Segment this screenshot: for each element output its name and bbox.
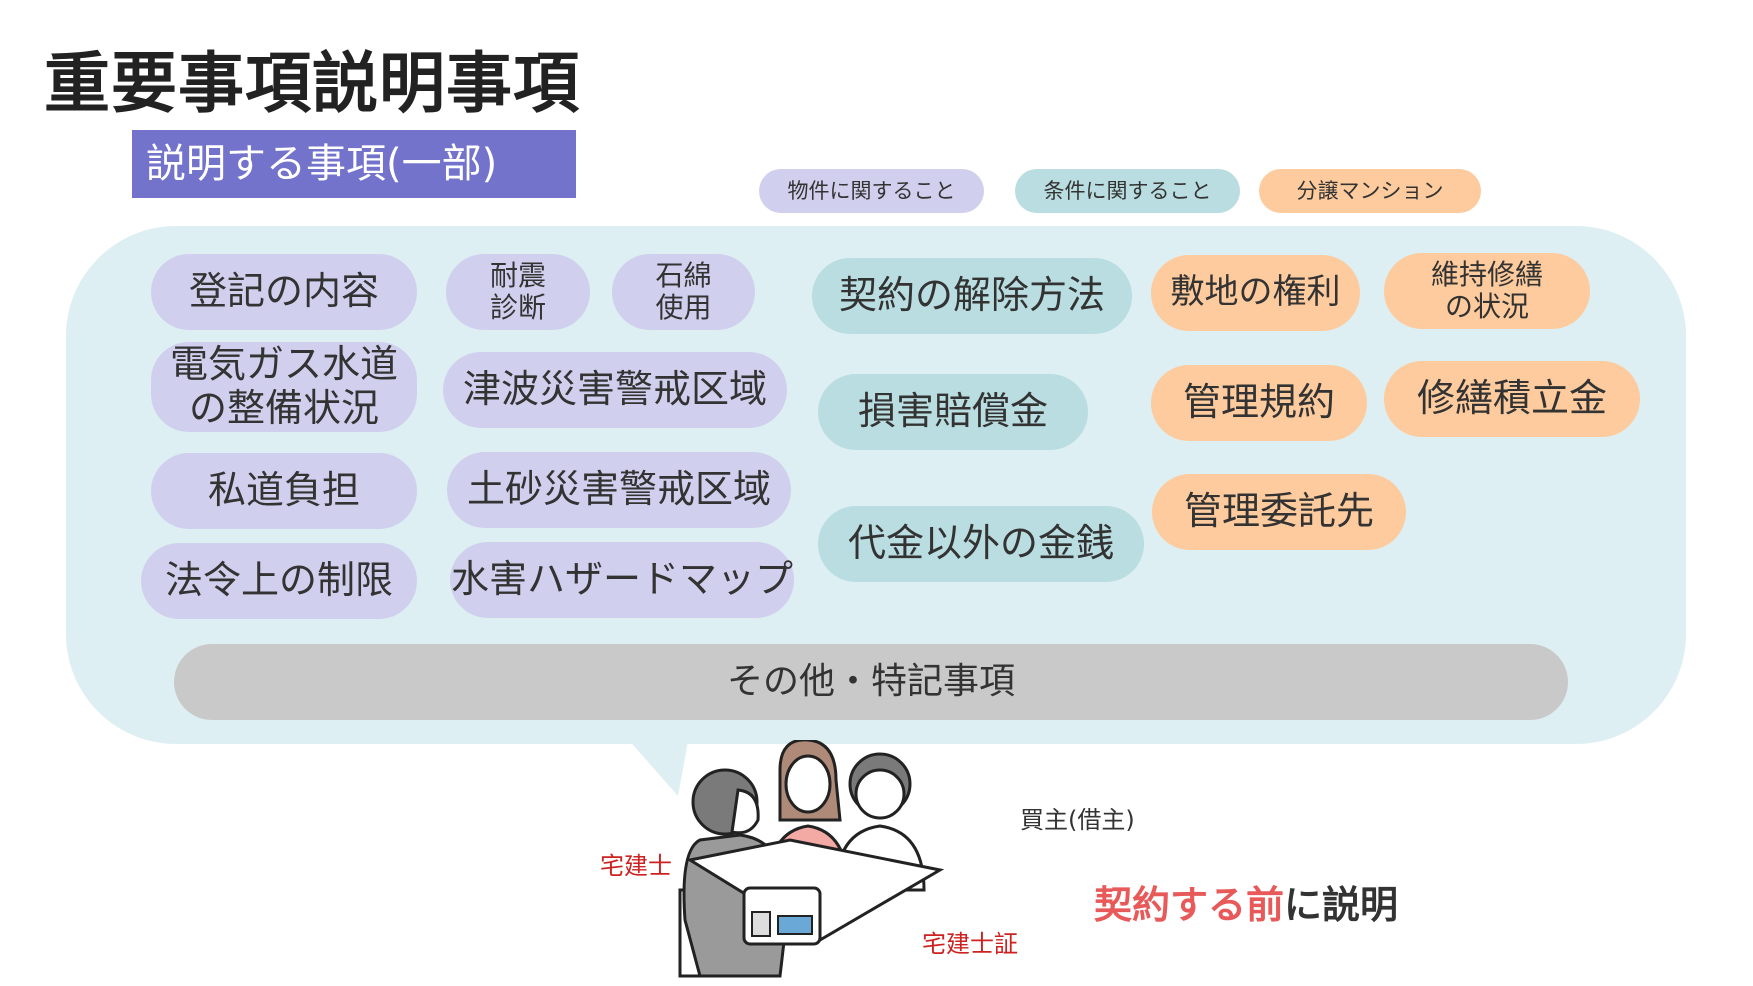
- item-landslide-zone: 土砂災害警戒区域: [447, 452, 791, 528]
- buyer-label: 買主(借主): [1020, 806, 1135, 834]
- item-seismic-diagnosis: 耐震 診断: [446, 254, 590, 330]
- meeting-illustration: [678, 740, 945, 978]
- item-tsunami-zone: 津波災害警戒区域: [443, 352, 787, 428]
- item-contract-cancellation: 契約の解除方法: [812, 258, 1132, 334]
- license-card: [742, 886, 822, 946]
- timing-note-rest: に説明: [1284, 883, 1399, 927]
- legend-property: 物件に関すること: [759, 169, 984, 213]
- item-utilities-status: 電気ガス水道 の整備状況: [151, 342, 417, 432]
- item-maintenance-status: 維持修繕 の状況: [1384, 253, 1590, 329]
- speech-bubble-tail: [620, 730, 690, 796]
- legend-condominium: 分譲マンション: [1259, 169, 1481, 213]
- page-title: 重要事項説明事項: [44, 45, 580, 122]
- item-site-rights: 敷地の権利: [1151, 255, 1360, 331]
- item-management-rules: 管理規約: [1151, 365, 1367, 441]
- item-damages: 損害賠償金: [818, 374, 1088, 450]
- item-flood-hazard-map: 水害ハザードマップ: [450, 542, 794, 618]
- item-registry-contents: 登記の内容: [151, 254, 417, 330]
- item-asbestos-use: 石綿 使用: [612, 254, 755, 330]
- item-other-special-notes: その他・特記事項: [174, 644, 1568, 720]
- agent-label: 宅建士: [600, 852, 672, 880]
- item-other-money: 代金以外の金銭: [818, 506, 1144, 582]
- license-card-label: 宅建士証: [922, 930, 1018, 958]
- item-private-road-burden: 私道負担: [151, 453, 417, 529]
- item-management-contractor: 管理委託先: [1152, 474, 1406, 550]
- legend-conditions: 条件に関すること: [1015, 169, 1240, 213]
- timing-note: 契約する前に説明: [1094, 874, 1398, 929]
- section-subtitle: 説明する事項(一部): [132, 130, 576, 198]
- timing-note-highlight: 契約する前: [1094, 883, 1285, 927]
- item-repair-reserve-fund: 修繕積立金: [1384, 361, 1640, 437]
- item-legal-restrictions: 法令上の制限: [141, 543, 417, 619]
